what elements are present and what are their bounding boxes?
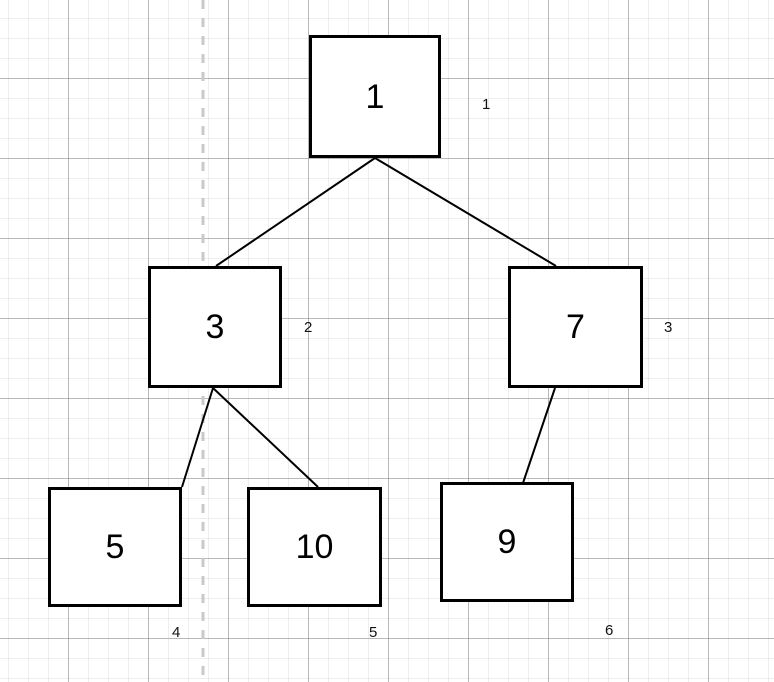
tree-node-index-caption-n10: 5 [369, 624, 378, 641]
tree-node-value: 10 [295, 528, 334, 566]
tree-node-n3[interactable]: 3 [148, 266, 282, 388]
tree-node-n9[interactable]: 9 [440, 482, 574, 602]
tree-node-value: 7 [566, 308, 585, 346]
tree-edge-n1-n3 [215, 157, 376, 267]
tree-node-index-caption-n3: 2 [304, 319, 313, 336]
tree-node-value: 1 [365, 77, 385, 116]
tree-edge-n1-n7 [374, 157, 557, 267]
tree-node-n1[interactable]: 1 [309, 35, 441, 158]
tree-node-n10[interactable]: 10 [247, 487, 382, 607]
tree-node-value: 3 [205, 308, 225, 346]
tree-node-index-caption-n1: 1 [482, 96, 491, 113]
tree-node-n5[interactable]: 5 [48, 487, 182, 607]
tree-node-value: 5 [105, 528, 125, 566]
tree-node-index-caption-n5: 4 [172, 624, 181, 641]
tree-node-index-caption-n9: 6 [605, 622, 614, 639]
tree-edge-n3-n5 [181, 387, 214, 488]
tree-node-value: 9 [497, 523, 517, 561]
tree-edge-n7-n9 [522, 387, 556, 484]
tree-node-index-caption-n7: 3 [664, 319, 673, 336]
tree-edge-n3-n10 [212, 387, 319, 488]
tree-node-n7[interactable]: 7 [508, 266, 643, 388]
